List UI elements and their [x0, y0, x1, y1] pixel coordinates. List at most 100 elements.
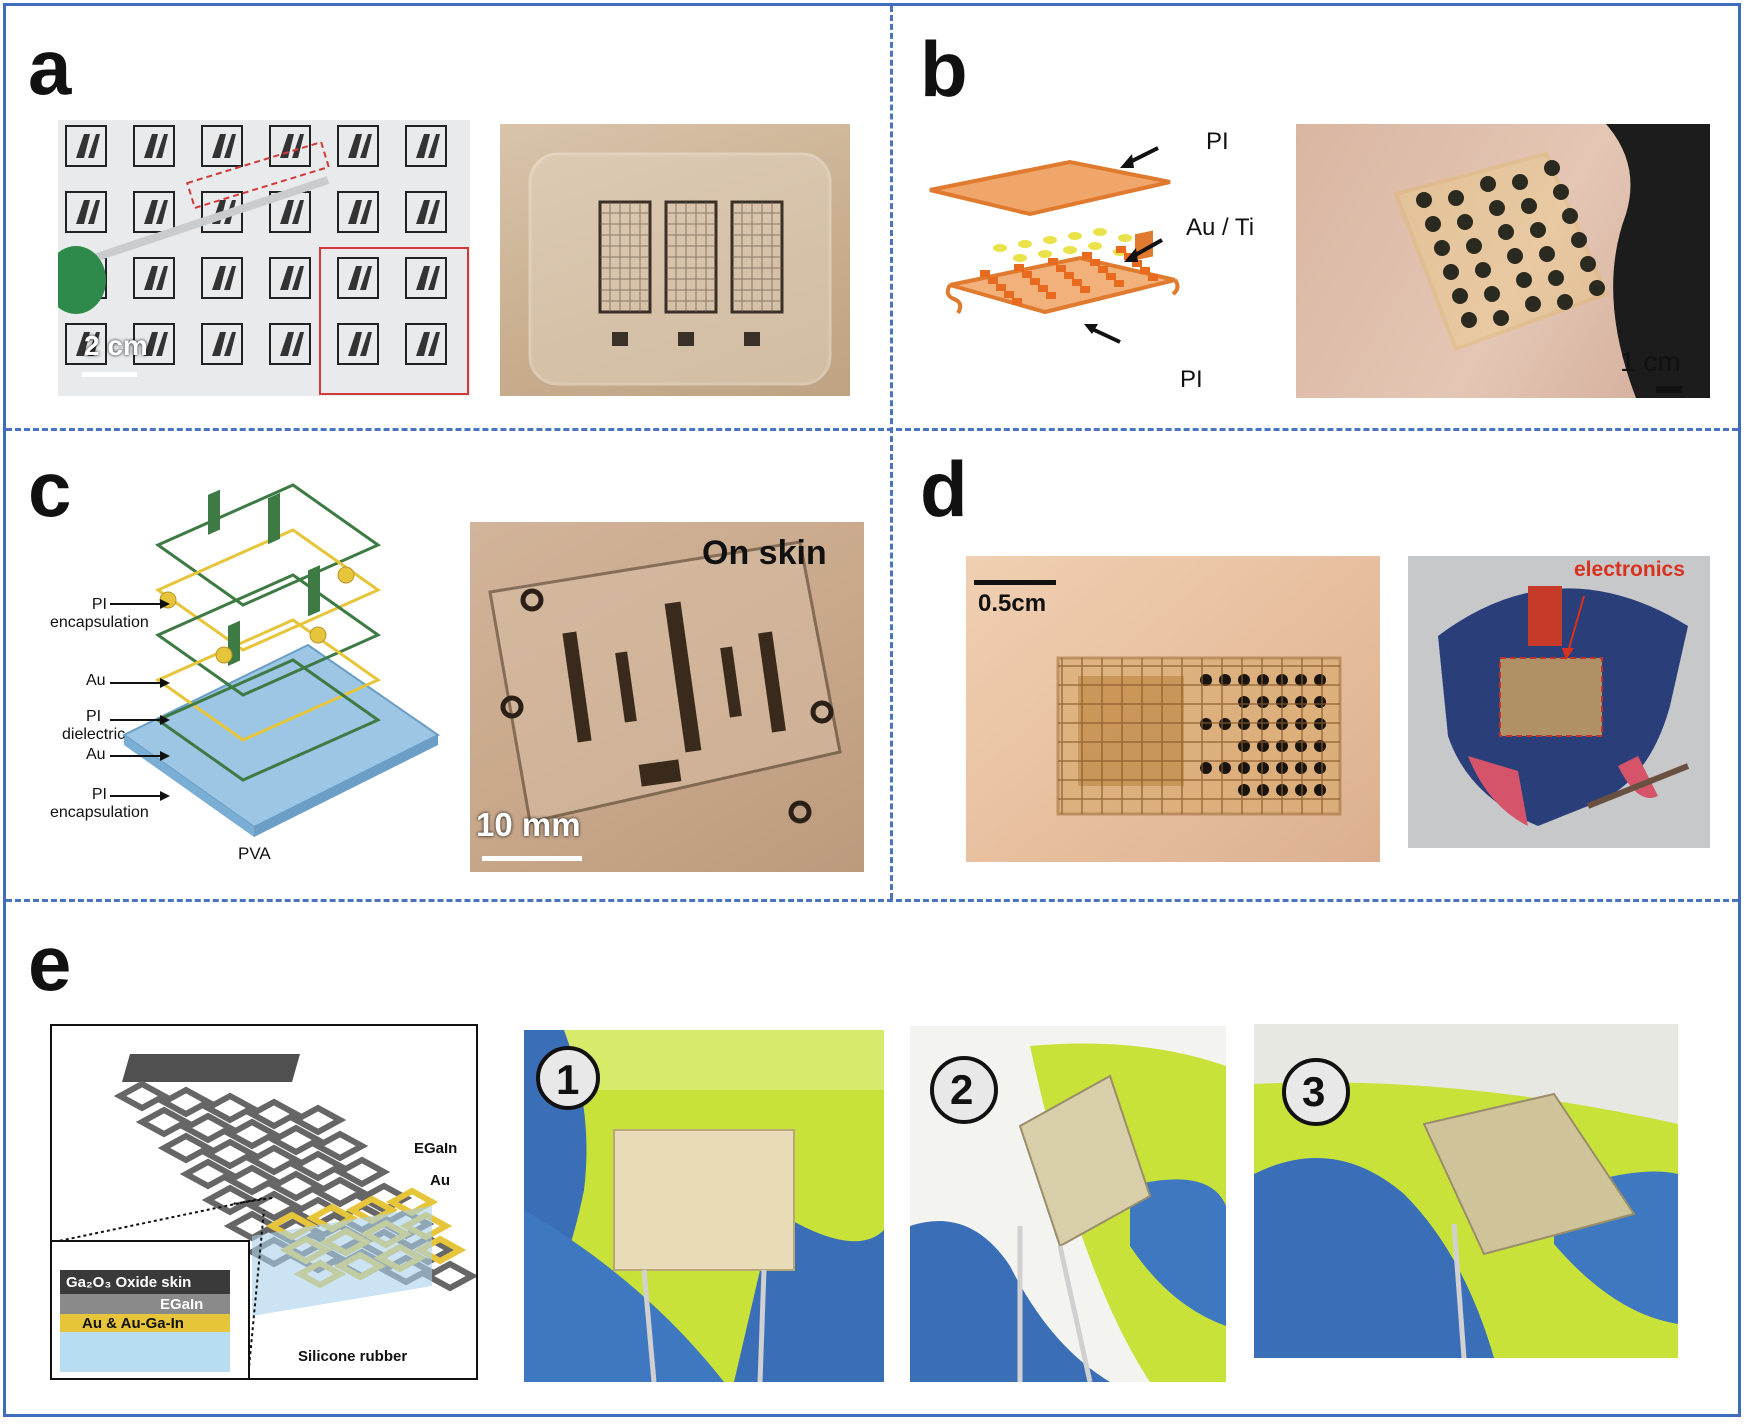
step-1-badge: [536, 1046, 600, 1110]
panel-label-a: a: [28, 23, 72, 111]
inset-substrate: [60, 1332, 230, 1372]
au-ti-dots: [993, 228, 1132, 262]
label-pva: PVA: [238, 844, 271, 863]
label-pi-encap-top: PI encapsulation: [50, 596, 149, 631]
glove-left: [1254, 1158, 1494, 1358]
panel-label-c: c: [28, 445, 72, 533]
panel-c-exploded-diagram: [122, 483, 440, 837]
transparent-patch: [528, 152, 832, 386]
inset-oxide-layer: [60, 1270, 230, 1294]
panel-c-photo-on-skin: On skin 10 mm: [470, 522, 864, 872]
panel-e-diagram-box: EGaIn Au Silicone rubber Ga₂O₃ Oxide ski…: [50, 1024, 478, 1380]
sensor-tile: [337, 257, 379, 299]
label-au-ti: Au / Ti: [1186, 214, 1255, 241]
panel-b-exploded-diagram: [929, 146, 1180, 344]
serpentine-mesh: [1058, 658, 1340, 814]
glove-bottom: [524, 1210, 724, 1382]
divider-horizontal-2: [6, 899, 1738, 902]
sensor-tile: [201, 257, 243, 299]
sensor-tile: [133, 323, 175, 365]
label-au-top: Au: [86, 672, 106, 689]
label-au: Au: [430, 1172, 450, 1189]
scale-bar-b: [1656, 386, 1682, 393]
sensor-tile: [201, 323, 243, 365]
pi-bottom-pads: [980, 246, 1158, 305]
sensor-mesh: [600, 202, 782, 312]
sensor-tile: [337, 125, 379, 167]
tattoo-letter: [1528, 586, 1562, 646]
sensor-tile: [65, 191, 107, 233]
scale-bar-d: [974, 580, 1056, 585]
panel-b-photo-on-arm: 1 cm: [1296, 124, 1710, 398]
panel-d-photo-tattoo: electronics: [1408, 556, 1710, 848]
scale-label-c: 10 mm: [476, 806, 581, 843]
divider-horizontal-1: [6, 428, 1738, 431]
sensor-tile: [133, 191, 175, 233]
step-3-number: 3: [1302, 1068, 1326, 1115]
panel-a-photo-on-skin: [500, 124, 850, 396]
black-sleeve: [1606, 124, 1710, 398]
electronics-arrow: [1567, 595, 1585, 653]
circuit-on-skin-drawing: [482, 540, 842, 861]
green-strips: [208, 489, 320, 667]
label-egain: EGaIn: [414, 1140, 458, 1157]
step-3-badge: [1282, 1058, 1350, 1126]
arm-patch-drawing: [1393, 124, 1710, 398]
step-2-number: 2: [950, 1066, 974, 1113]
stacked-layers: [154, 483, 382, 782]
sensor-tile: [65, 323, 107, 365]
mesh-device: [613, 1129, 795, 1271]
scale-bar-a: [82, 372, 137, 377]
mesh-patch: [1393, 151, 1609, 352]
sensor-tile: [133, 257, 175, 299]
step-2-drawing: [910, 1043, 1226, 1382]
zoom-inset-box: [319, 247, 469, 395]
step-1-drawing: [524, 1030, 884, 1382]
inset-oxide-label: Ga₂O₃ Oxide skin: [66, 1274, 192, 1291]
layer-label-arrows: [110, 599, 170, 801]
glove-left: [910, 1221, 1110, 1382]
circuit-outline: [488, 540, 842, 824]
cross-section-inset: Ga₂O₃ Oxide skin EGaIn Au & Au-Ga-In: [52, 1240, 250, 1378]
gloved-finger: [58, 246, 106, 314]
panel-d-photo-on-skin: 0.5cm: [966, 556, 1380, 862]
figure-frame: [3, 3, 1741, 1417]
label-silicone-rubber: Silicone rubber: [298, 1348, 408, 1365]
scale-label-b: 1 cm: [1620, 346, 1681, 377]
inset-au-label: Au & Au-Ga-In: [82, 1315, 184, 1332]
electrode-dot-array: [1200, 674, 1326, 796]
sensor-tile: [405, 257, 447, 299]
circuit-contacts: [500, 588, 834, 824]
label-pi-dielectric: PI dielectric: [62, 708, 126, 743]
sensor-array-drawing: [58, 125, 469, 395]
label-au-bottom: Au: [86, 746, 106, 763]
label-pi-encap-bottom: PI encapsulation: [50, 786, 149, 821]
glove-right: [1130, 1179, 1226, 1326]
sensor-tile: [133, 125, 175, 167]
panel-e-photo-step-1: 1: [524, 1030, 884, 1382]
circuit-traces: [562, 601, 786, 787]
layer-au-bottom: [154, 618, 382, 742]
skin-electronics-drawing: [974, 580, 1342, 816]
pi-layer-top: [929, 159, 1171, 217]
sensor-tile: [201, 125, 243, 167]
sensor-tile: [405, 323, 447, 365]
sensor-tile: [405, 125, 447, 167]
panel-e-photo-step-2: 2: [910, 1026, 1226, 1382]
sensor-tile: [405, 191, 447, 233]
divider-vertical: [890, 6, 893, 899]
sensor-grid: [65, 125, 447, 365]
sensor-tile: [269, 323, 311, 365]
sensor-tile: [65, 125, 107, 167]
arrow-pi-bottom: [1089, 326, 1121, 344]
scale-label-a: 2 cm: [84, 330, 148, 361]
scale-label-d: 0.5cm: [978, 590, 1047, 617]
panel-label-b: b: [920, 25, 968, 113]
electrode-dots: [1416, 160, 1605, 328]
label-pi-bottom: PI: [1180, 366, 1203, 393]
panel-e-photo-step-3: 3: [1254, 1024, 1678, 1358]
electronics-highlight-box: [1499, 657, 1603, 737]
step-1-number: 1: [556, 1056, 580, 1103]
layer-pi-encap-top: [154, 483, 382, 607]
